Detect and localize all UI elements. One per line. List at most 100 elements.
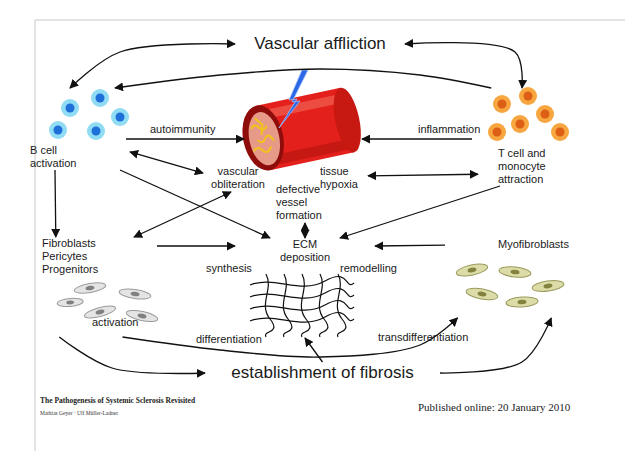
process-label: synthesis: [206, 262, 252, 275]
t-cells: [516, 120, 525, 129]
b-cells: [96, 94, 105, 103]
myofibroblast-cells: [531, 279, 564, 293]
myofibroblast-cells: [531, 279, 564, 293]
t-cells: [488, 87, 569, 141]
ecm-mesh: [265, 274, 274, 337]
node-text: tissue hypoxia: [320, 165, 368, 191]
process-label: remodelling: [340, 262, 397, 275]
arrow-connector: [70, 44, 235, 88]
node-text: Fibroblasts Pericytes Progenitors: [42, 237, 108, 276]
arrow-connector: [120, 170, 270, 238]
b-cells: [66, 104, 75, 113]
node-label: defective vessel formation: [276, 183, 334, 223]
myofibroblast-cells: [465, 286, 498, 301]
fibroblast-cells: [73, 281, 106, 295]
b-cells: [87, 122, 105, 140]
myofibroblast-cells: [510, 269, 519, 275]
t-cells: [493, 128, 502, 137]
node-label: Vascular affliction: [235, 33, 405, 55]
t-cells: [519, 87, 537, 105]
process-arrows: [126, 138, 472, 139]
t-cells: [556, 128, 565, 137]
myofibroblast-cells: [465, 286, 498, 301]
ecm-mesh: [337, 274, 346, 337]
fibroblast-cells: [119, 287, 152, 300]
b-cells: [61, 99, 79, 117]
arrow-connector: [405, 43, 522, 88]
b-cells: [92, 127, 101, 136]
myofibroblast-cells: [467, 267, 477, 273]
node-label: vascular obliteration: [203, 165, 273, 192]
fibroblast-cells: [95, 309, 105, 316]
lightning-bolt: [279, 70, 308, 128]
edge-label: differentiation: [196, 333, 262, 346]
myofibroblast-cells: [455, 262, 488, 278]
citation-text: The Pathogenesis of Systemic Sclerosis R…: [40, 396, 195, 406]
myofibroblast-cells: [499, 265, 532, 278]
process-arrows: [126, 138, 244, 139]
node-text: defective vessel formation: [276, 183, 334, 222]
node-text: Myofibroblasts: [498, 238, 570, 251]
node-text: vascular obliteration: [205, 165, 271, 191]
ecm-mesh: [283, 274, 292, 337]
t-cells: [536, 105, 554, 123]
fibroblast-cells: [57, 297, 84, 307]
fibroblast-cells: [66, 300, 74, 305]
arrow-connector: [115, 69, 491, 88]
arrow-connector: [440, 318, 551, 373]
arrow-connector: [157, 245, 235, 246]
b-cells: [49, 121, 67, 139]
arrow-connector: [340, 186, 500, 238]
b-cells: [116, 113, 125, 122]
t-cells: [524, 92, 533, 101]
myofibroblast-cells: [506, 296, 539, 308]
ecm-mesh: [301, 274, 310, 337]
myofibroblast-cells: [455, 262, 488, 278]
blood-vessel: [237, 101, 290, 174]
node-label: B cell activation: [30, 88, 130, 170]
myofibroblast-cells: [517, 299, 526, 304]
process-label: autoimmunity: [150, 123, 215, 136]
t-cells: [511, 115, 529, 133]
arrow-connector: [130, 152, 203, 173]
node-label: Myofibroblasts: [445, 238, 570, 318]
edge-label: activation: [92, 316, 138, 329]
blood-vessel: [247, 115, 276, 154]
fibroblast-cells: [137, 313, 147, 319]
blood-vessel: [244, 109, 285, 168]
myofibroblast-cells: [506, 296, 539, 308]
citation-text: Mathias Geyer · Ulf Müller-Ladner: [40, 410, 118, 418]
node-text: Vascular affliction: [235, 34, 405, 54]
page-border: [35, 20, 36, 451]
myofibroblast-cells: [477, 291, 487, 297]
process-label: inflammation: [418, 123, 480, 136]
fibroblast-cells: [130, 291, 140, 297]
arrow-connector: [375, 245, 445, 247]
node-label: tissue hypoxia: [320, 165, 368, 192]
fibroblast-cells: [85, 285, 95, 291]
b-cells: [91, 89, 109, 107]
t-cells: [541, 110, 550, 119]
ecm-mesh: [319, 274, 328, 337]
node-text: T cell and monocyte attraction: [498, 147, 564, 186]
page-border: [35, 20, 625, 451]
arrow-connector: [304, 223, 305, 238]
arrow-connector: [59, 337, 205, 373]
citation-text: Published online: 20 January 2010: [418, 401, 570, 414]
b-cells: [54, 126, 63, 135]
node-text: B cell activation: [30, 144, 88, 170]
fibroblast-cells: [73, 281, 106, 295]
arrow-connector: [368, 174, 478, 176]
arrow-connector: [54, 170, 56, 237]
fibroblast-cells: [119, 287, 152, 300]
blood-vessel: [329, 85, 366, 155]
process-arrows: [362, 138, 472, 139]
page-border: [35, 20, 625, 21]
t-cells: [493, 95, 511, 113]
ecm-mesh: [250, 277, 354, 287]
myofibroblast-cells: [499, 265, 532, 278]
b-cells: [49, 89, 129, 140]
